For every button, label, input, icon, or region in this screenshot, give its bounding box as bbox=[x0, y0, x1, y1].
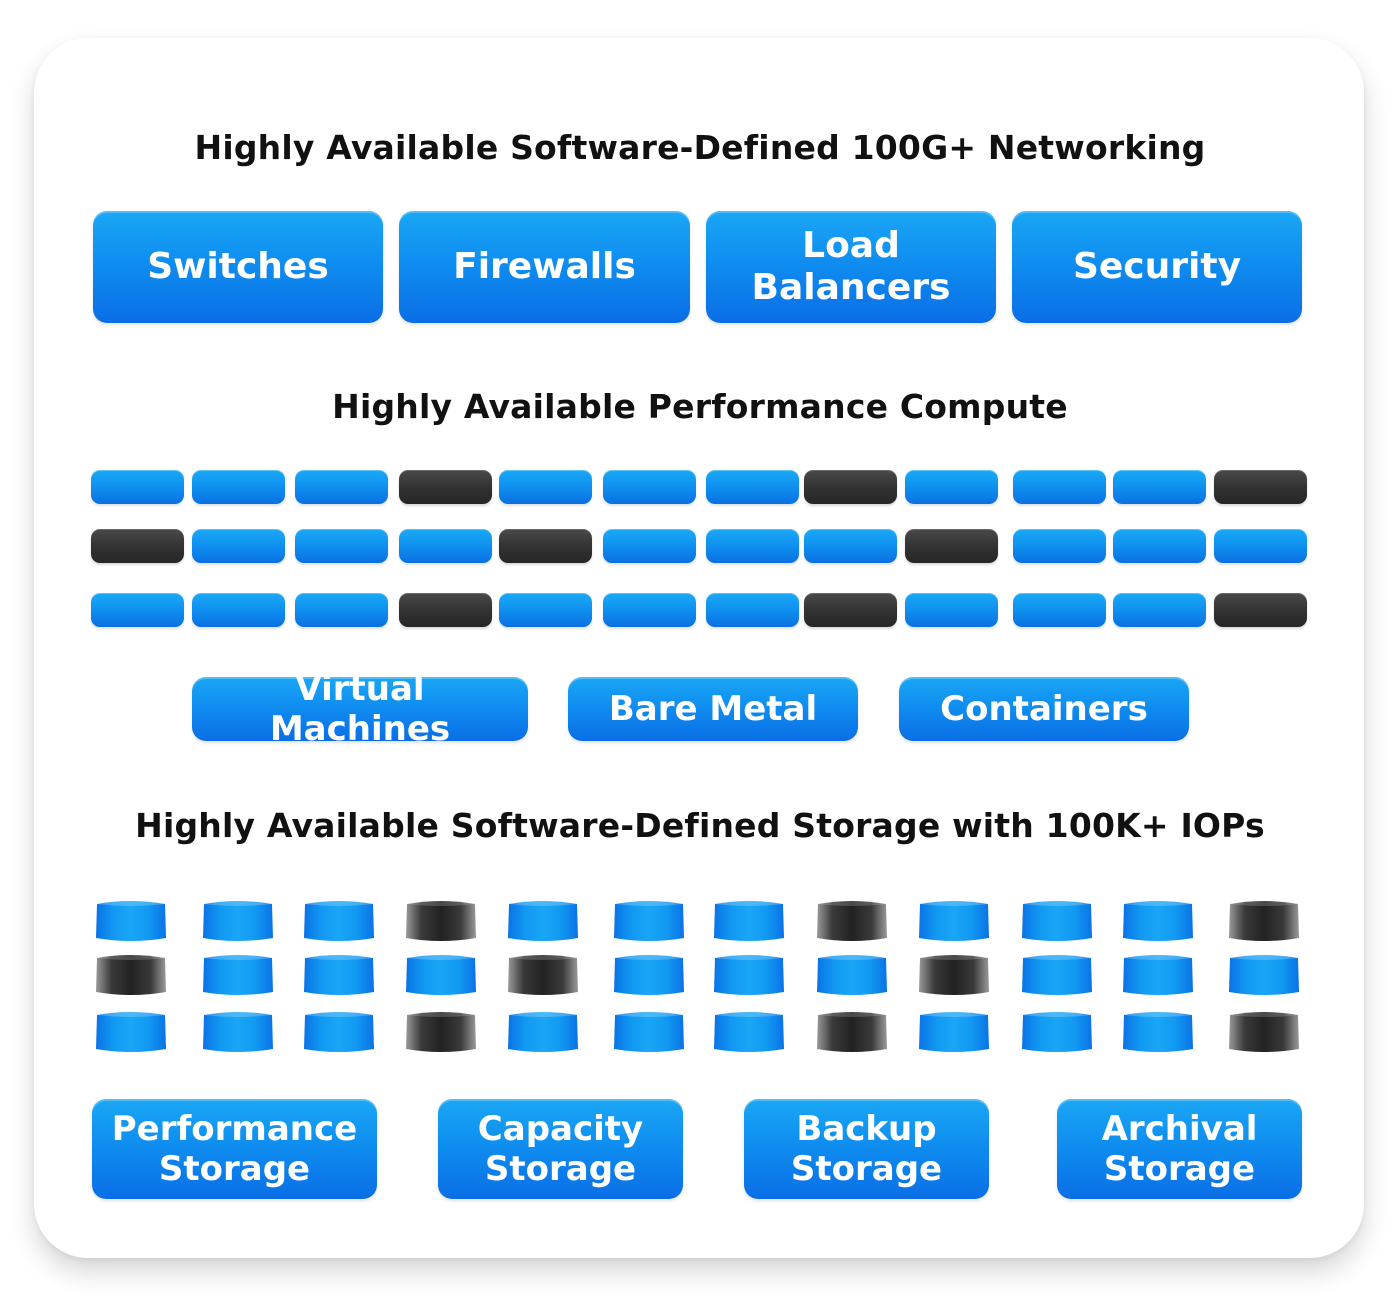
server-unit-offline bbox=[804, 470, 897, 504]
storage-disk bbox=[201, 1010, 275, 1054]
server-unit bbox=[1113, 470, 1206, 504]
server-unit-offline bbox=[1214, 470, 1307, 504]
performance-storage-box: Performance Storage bbox=[92, 1099, 377, 1199]
storage-disk bbox=[201, 899, 275, 943]
server-unit bbox=[192, 593, 285, 627]
storage-disk-offline bbox=[815, 899, 889, 943]
server-unit-offline bbox=[91, 529, 184, 563]
storage-disk-offline bbox=[917, 953, 991, 997]
server-unit bbox=[499, 470, 592, 504]
server-unit bbox=[603, 470, 696, 504]
storage-disk bbox=[1227, 953, 1301, 997]
storage-disk bbox=[1121, 899, 1195, 943]
server-unit bbox=[706, 529, 799, 563]
containers-box: Containers bbox=[899, 677, 1189, 741]
security-box: Security bbox=[1012, 211, 1302, 323]
storage-disk bbox=[712, 1010, 786, 1054]
storage-disk bbox=[612, 1010, 686, 1054]
networking-heading: Highly Available Software-Defined 100G+ … bbox=[194, 128, 1206, 167]
storage-disk bbox=[1020, 953, 1094, 997]
server-unit bbox=[1214, 529, 1307, 563]
server-unit bbox=[499, 593, 592, 627]
storage-disk-offline bbox=[1227, 899, 1301, 943]
server-unit bbox=[804, 529, 897, 563]
storage-disk bbox=[1121, 1010, 1195, 1054]
server-unit-offline bbox=[399, 470, 492, 504]
server-unit-offline bbox=[905, 529, 998, 563]
bare-metal-box: Bare Metal bbox=[568, 677, 858, 741]
storage-disk bbox=[1121, 953, 1195, 997]
server-unit bbox=[295, 529, 388, 563]
server-unit bbox=[192, 470, 285, 504]
storage-disk-offline bbox=[404, 899, 478, 943]
storage-disk bbox=[404, 953, 478, 997]
storage-disk bbox=[1020, 1010, 1094, 1054]
virtual-machines-box: Virtual Machines bbox=[192, 669, 528, 749]
storage-disk bbox=[612, 899, 686, 943]
storage-disk bbox=[612, 953, 686, 997]
switches-box: Switches bbox=[93, 211, 383, 323]
server-unit bbox=[91, 593, 184, 627]
storage-heading: Highly Available Software-Defined Storag… bbox=[135, 806, 1265, 845]
storage-disk bbox=[302, 1010, 376, 1054]
storage-disk-offline bbox=[404, 1010, 478, 1054]
server-unit bbox=[1013, 470, 1106, 504]
storage-disk bbox=[94, 1010, 168, 1054]
server-unit bbox=[295, 593, 388, 627]
server-unit bbox=[603, 529, 696, 563]
server-unit bbox=[1113, 593, 1206, 627]
storage-disk bbox=[917, 899, 991, 943]
storage-disk bbox=[201, 953, 275, 997]
server-unit bbox=[905, 470, 998, 504]
storage-disk bbox=[1020, 899, 1094, 943]
storage-disk bbox=[506, 899, 580, 943]
storage-disk bbox=[815, 953, 889, 997]
storage-disk bbox=[506, 1010, 580, 1054]
storage-disk bbox=[302, 953, 376, 997]
load-balancers-box: Load Balancers bbox=[706, 211, 996, 323]
server-unit bbox=[1113, 529, 1206, 563]
server-unit-offline bbox=[399, 593, 492, 627]
backup-storage-box: Backup Storage bbox=[744, 1099, 989, 1199]
server-unit bbox=[192, 529, 285, 563]
capacity-storage-box: Capacity Storage bbox=[438, 1099, 683, 1199]
server-unit bbox=[295, 470, 388, 504]
storage-disk bbox=[302, 899, 376, 943]
server-unit bbox=[905, 593, 998, 627]
server-unit bbox=[1013, 529, 1106, 563]
firewalls-box: Firewalls bbox=[399, 211, 690, 323]
storage-disk-offline bbox=[506, 953, 580, 997]
server-unit-offline bbox=[499, 529, 592, 563]
storage-disk-offline bbox=[1227, 1010, 1301, 1054]
server-unit bbox=[399, 529, 492, 563]
storage-disk bbox=[917, 1010, 991, 1054]
server-unit bbox=[706, 470, 799, 504]
server-unit bbox=[1013, 593, 1106, 627]
storage-disk-offline bbox=[815, 1010, 889, 1054]
storage-disk bbox=[712, 899, 786, 943]
storage-disk-offline bbox=[94, 953, 168, 997]
server-unit bbox=[91, 470, 184, 504]
archival-storage-box: Archival Storage bbox=[1057, 1099, 1302, 1199]
server-unit bbox=[603, 593, 696, 627]
server-unit bbox=[706, 593, 799, 627]
server-unit-offline bbox=[804, 593, 897, 627]
server-unit-offline bbox=[1214, 593, 1307, 627]
storage-disk bbox=[94, 899, 168, 943]
compute-heading: Highly Available Performance Compute bbox=[332, 387, 1068, 426]
storage-disk bbox=[712, 953, 786, 997]
